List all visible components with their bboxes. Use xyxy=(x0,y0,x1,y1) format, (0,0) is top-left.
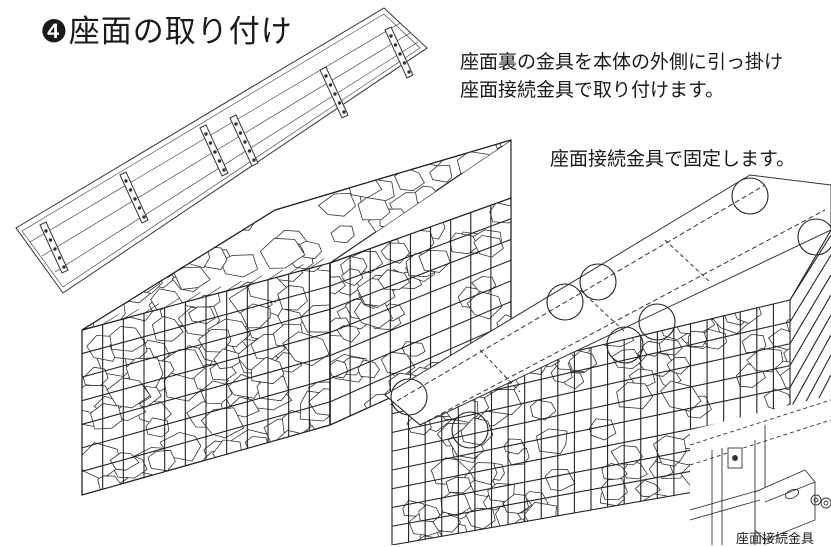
step-title: ❹座面の取り付け xyxy=(40,14,293,50)
instruction-line-3: 座面接続金具で固定します。 xyxy=(550,148,796,170)
seat-bracket xyxy=(119,171,149,224)
instruction-line-2: 座面接続金具で取り付けます。 xyxy=(460,79,725,101)
seat-bracket xyxy=(319,66,349,119)
callout-circle xyxy=(606,326,644,364)
callout-circle xyxy=(731,177,769,215)
callout-circle xyxy=(390,378,428,416)
callout-circle xyxy=(546,283,584,321)
instruction-line-1: 座面裏の金具を本体の外側に引っ掛け xyxy=(460,51,784,73)
seat-board xyxy=(15,7,428,294)
callout-circle xyxy=(579,263,617,301)
detail-label: 座面接続金具 xyxy=(736,532,815,547)
callout-circle xyxy=(797,218,831,256)
callout-circle xyxy=(638,303,676,341)
callout-circle xyxy=(451,411,489,449)
seat-bracket xyxy=(384,26,414,79)
seat-bracket xyxy=(39,221,69,274)
seat-bracket xyxy=(199,124,229,177)
connector-detail-inset xyxy=(690,395,831,545)
seat-bracket xyxy=(229,114,259,167)
